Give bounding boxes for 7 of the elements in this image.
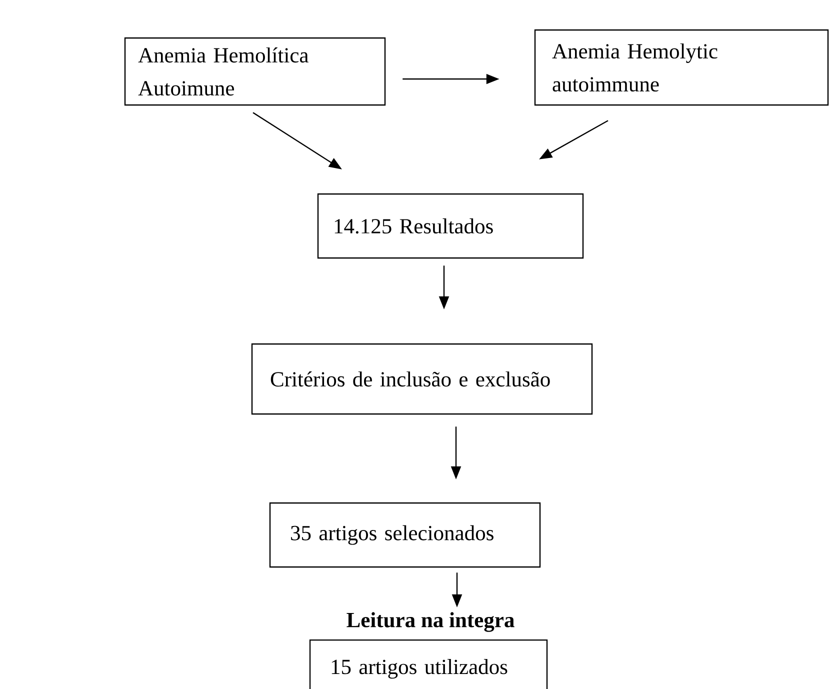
box-heading: Leitura na integra xyxy=(346,612,514,632)
process-box: Critérios de inclusão e exclusão xyxy=(251,343,593,415)
process-box: 14.125 Resultados xyxy=(317,193,584,259)
process-box: Anemia Hemolytic autoimmune xyxy=(534,29,829,106)
process-box: 15 artigos utilizados xyxy=(309,639,548,689)
process-box: 35 artigos selecionados xyxy=(269,502,541,568)
process-box: Anemia Hemolítica Autoimune xyxy=(124,37,386,106)
